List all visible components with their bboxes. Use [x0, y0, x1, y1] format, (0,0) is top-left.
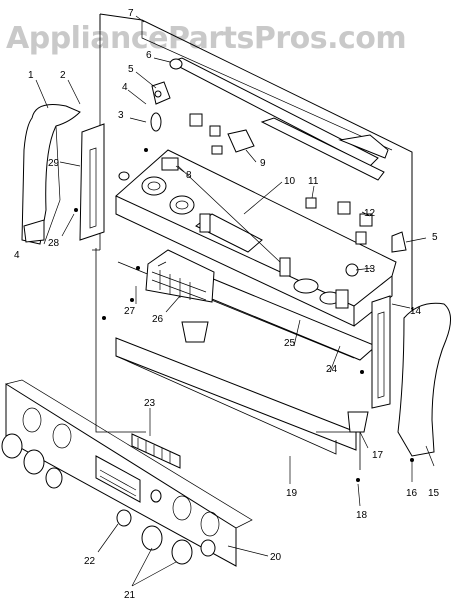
part-label-4: 4 [122, 82, 128, 93]
part-label-13: 13 [364, 264, 376, 275]
part-label-22: 22 [84, 556, 96, 567]
part-label-8: 8 [186, 170, 192, 181]
part-label-19: 19 [286, 488, 298, 499]
front-control-panel [5, 379, 253, 567]
part-label-7: 7 [128, 8, 134, 19]
screws-and-clips [74, 148, 414, 482]
part-label-17: 17 [372, 450, 384, 461]
control-panel-body [115, 149, 397, 327]
part-label-5b: 5 [432, 232, 438, 243]
part-label-25: 25 [284, 338, 296, 349]
part-label-15: 15 [428, 488, 440, 499]
part-label-2: 2 [60, 70, 66, 81]
rear-vent-strip [260, 117, 389, 181]
part-label-26: 26 [152, 314, 164, 325]
right-end-cap [397, 302, 451, 457]
heater-tube [168, 57, 379, 167]
right-support-bracket [371, 295, 391, 409]
part-label-28: 28 [48, 238, 60, 249]
part-number-labels: 1 2 3 4 4 5 5 6 7 8 9 10 11 12 13 14 15 … [14, 8, 440, 600]
control-knobs [1, 433, 216, 565]
left-end-cap [21, 104, 81, 245]
part-label-24: 24 [326, 364, 338, 375]
mounting-brackets [118, 81, 407, 253]
part-label-12: 12 [364, 208, 376, 219]
part-label-3: 3 [118, 110, 124, 121]
part-label-5: 5 [128, 64, 134, 75]
part-label-23: 23 [144, 398, 156, 409]
left-support-bracket [79, 123, 105, 241]
leader-lines [35, 15, 435, 587]
part-label-6: 6 [146, 50, 152, 61]
electronic-clock [145, 249, 215, 303]
part-label-29: 29 [48, 158, 60, 169]
part-label-11: 11 [308, 176, 319, 187]
relays-switches [161, 113, 373, 245]
part-label-9: 9 [260, 158, 266, 169]
part-label-16: 16 [406, 488, 418, 499]
part-label-14: 14 [410, 306, 422, 317]
part-label-10: 10 [284, 176, 296, 187]
part-label-27: 27 [124, 306, 136, 317]
part-label-4b: 4 [14, 250, 20, 261]
keypad-membrane [131, 433, 181, 469]
part-label-1: 1 [28, 70, 34, 81]
part-label-20: 20 [270, 552, 282, 563]
part-label-21: 21 [124, 590, 136, 600]
watermark-text: AppliancePartsPros.com [6, 21, 406, 56]
part-label-18: 18 [356, 510, 368, 521]
